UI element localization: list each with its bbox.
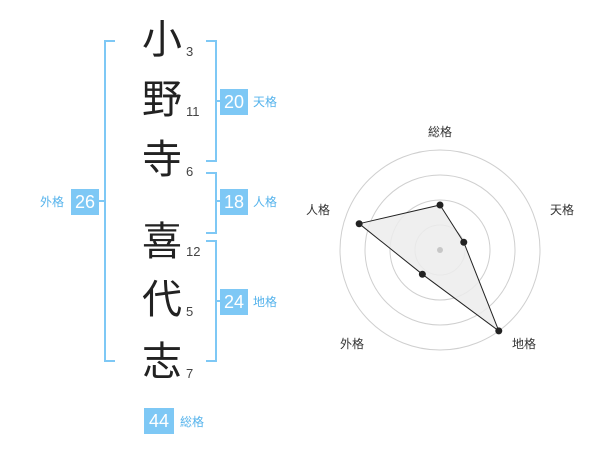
chikaku-tick	[215, 300, 221, 302]
radar-center-dot	[437, 247, 443, 253]
radar-point	[418, 270, 426, 278]
radar-label-chikaku: 地格	[511, 337, 536, 351]
jinkaku-label: 人格	[253, 195, 278, 209]
stroke-count-2: 11	[186, 104, 200, 119]
tenkaku-value: 20	[220, 89, 248, 115]
radar-point	[355, 220, 363, 228]
stroke-count-6: 7	[186, 366, 194, 381]
soukaku-label: 総格	[180, 415, 205, 429]
radar-label-tenkaku: 天格	[549, 203, 574, 217]
tenkaku-tick	[215, 100, 221, 102]
radar-ring	[364, 174, 516, 326]
radar-point	[436, 201, 444, 209]
radar-label-jinkaku: 人格	[305, 203, 330, 217]
name-char-1: 小	[142, 17, 182, 63]
radar-point	[495, 327, 503, 335]
chikaku-label: 地格	[253, 295, 278, 309]
name-char-6: 志	[142, 339, 182, 385]
name-char-5: 代	[142, 277, 182, 323]
radar-polygon	[358, 204, 500, 333]
stroke-count-3: 6	[186, 164, 194, 179]
gaikaku-bracket	[104, 40, 115, 362]
jinkaku-tick	[215, 200, 221, 202]
radar-label-soukaku: 総格	[427, 125, 452, 139]
radar-points	[355, 201, 503, 335]
stroke-count-1: 3	[186, 44, 194, 59]
chikaku-value: 24	[220, 289, 248, 315]
name-char-4: 喜	[142, 219, 182, 265]
radar-point	[460, 238, 468, 246]
radar-ring	[389, 199, 491, 301]
name-char-3: 寺	[142, 137, 182, 183]
gaikaku-label: 外格	[40, 195, 65, 209]
radar-ring	[339, 149, 541, 351]
tenkaku-label: 天格	[253, 95, 278, 109]
stroke-count-5: 5	[186, 304, 194, 319]
soukaku-value: 44	[144, 408, 174, 434]
stroke-count-4: 12	[186, 244, 201, 259]
gaikaku-value: 26	[71, 189, 99, 215]
radar-label-gaikaku: 外格	[339, 337, 364, 351]
jinkaku-bracket	[206, 172, 217, 234]
jinkaku-value: 18	[220, 189, 248, 215]
gaikaku-tick	[96, 200, 104, 202]
name-char-2: 野	[142, 77, 182, 123]
